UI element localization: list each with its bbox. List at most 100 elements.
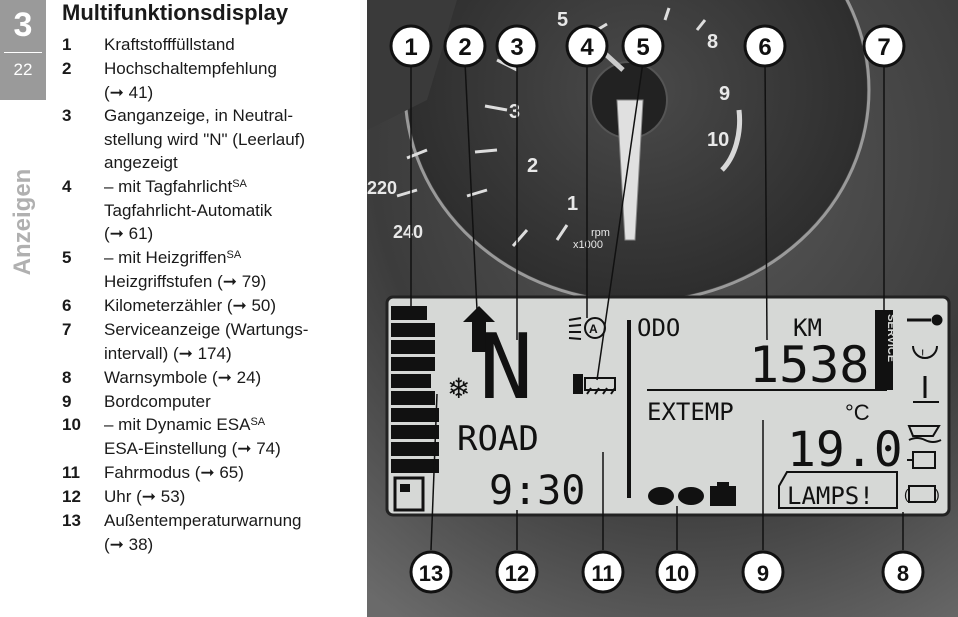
legend-text: Kraftstofffüllstand [104, 35, 235, 54]
tach-number: 10 [707, 129, 729, 151]
svg-text:!: ! [921, 347, 924, 361]
callout-number: 4 [580, 34, 594, 61]
callout-8: 8 [881, 550, 925, 594]
callout-number: 7 [877, 34, 890, 61]
legend-text: Warnsymbole (➞ 24) [104, 368, 262, 387]
legend-item: 9 Bordcomputer [62, 390, 362, 414]
svg-text:(: ( [904, 486, 909, 502]
callout-1: 1 [389, 24, 433, 68]
callout-number: 3 [510, 34, 523, 61]
chapter-side-label: Anzeigen [9, 168, 36, 276]
legend-number: 5 [62, 248, 72, 267]
callout-2: 2 [443, 24, 487, 68]
legend-item: 4 – mit TagfahrlichtSA Tagfahrlicht-Auto… [62, 175, 362, 246]
service-badge [875, 310, 893, 390]
km-label: KM [793, 314, 822, 342]
legend-text: Fahrmodus (➞ 65) [104, 463, 244, 482]
legend-text: – mit Heizgriffen [104, 248, 227, 267]
bordcomputer-label: EXTEMP [647, 398, 734, 426]
callout-number: 9 [757, 561, 769, 586]
callout-9: 9 [741, 550, 785, 594]
legend-page-ref[interactable]: (➞ 61) [104, 224, 154, 244]
callout-12: 12 [495, 550, 539, 594]
legend-item: 2 Hochschaltempfehlung (➞ 41) [62, 57, 362, 104]
callout-number: 13 [419, 561, 443, 586]
legend-text: Serviceanzeige (Wartungs- [104, 320, 309, 339]
callout-number: 10 [665, 561, 689, 586]
legend-number: 4 [62, 177, 72, 196]
legend-item: 5 – mit HeizgriffenSA Heizgriffstufen (➞… [62, 246, 362, 293]
legend-text: Ganganzeige, in Neutral- [104, 106, 294, 125]
callout-lines [410, 61, 904, 551]
callout-4: 4 [565, 24, 609, 68]
lamps-box [778, 471, 898, 509]
legend-number: 6 [62, 296, 72, 315]
chapter-number: 3 [13, 6, 33, 44]
legend-text: Tagfahrlicht-Automatik [104, 200, 273, 220]
legend-sup: SA [232, 178, 247, 190]
tach-number: 5 [557, 9, 568, 31]
legend-number: 8 [62, 368, 72, 387]
lcd-display [385, 295, 951, 517]
legend-text: – mit Dynamic ESA [104, 415, 251, 434]
chapter-divider [4, 52, 42, 53]
legend-text: Heizgriffstufen (➞ 79) [104, 271, 267, 291]
chapter-tab [0, 0, 46, 100]
heated-grips-icon [573, 374, 616, 395]
legend-text: ESA-Einstellung (➞ 74) [104, 438, 281, 458]
callout-number: 5 [636, 34, 649, 61]
legend-number: 1 [62, 35, 72, 54]
riding-mode: ROAD [457, 419, 539, 459]
fuel-pump-icon-window [400, 484, 410, 492]
legend-item: 3 Ganganzeige, in Neutral- stellung wird… [62, 104, 362, 175]
lamps-warning: LAMPS! [787, 482, 874, 510]
fuel-bar [391, 306, 439, 473]
esa-load-icon [648, 482, 736, 506]
legend-text: Bordcomputer [104, 392, 211, 411]
odometer-value: 1538 [749, 336, 869, 394]
legend-page-ref[interactable]: (➞ 41) [104, 82, 154, 102]
speed-number: 240 [393, 222, 423, 242]
callout-number: 1 [404, 34, 417, 61]
temp-unit: °C [845, 400, 870, 425]
rpm-label: rpm [591, 227, 610, 239]
tire-pressure-icon: ! [912, 345, 938, 361]
legend-text: Außentemperaturwarnung [104, 511, 302, 530]
legend-text: angezeigt [104, 153, 178, 173]
legend-text: Kilometerzähler (➞ 50) [104, 296, 277, 315]
coolant-temp-icon [913, 376, 939, 403]
legend-item: 12 Uhr (➞ 53) [62, 485, 362, 509]
legend-text: intervall) (➞ 174) [104, 343, 232, 363]
tach-number: 2 [527, 155, 538, 177]
legend-number: 9 [62, 392, 72, 411]
legend-item: 8 Warnsymbole (➞ 24) [62, 366, 362, 390]
tach-needle [616, 99, 644, 241]
fuel-pump-icon [393, 476, 425, 512]
clock-value: 9:30 [489, 468, 585, 514]
legend-sup: SA [226, 249, 242, 261]
warning-icons: ! ( ) [904, 314, 943, 503]
upshift-arrow-icon [463, 306, 495, 352]
legend-number: 13 [62, 511, 81, 530]
callout-number: 12 [505, 561, 529, 586]
callout-13: 13 [409, 550, 453, 594]
frost-warning-icon: ❄ [447, 373, 470, 404]
legend-item: 1 Kraftstofffüllstand [62, 33, 362, 57]
legend-text: Uhr (➞ 53) [104, 487, 186, 506]
legend-item: 6 Kilometerzähler (➞ 50) [62, 294, 362, 318]
svg-text:): ) [935, 486, 940, 502]
speed-number: 220 [367, 178, 397, 198]
callout-10: 10 [655, 550, 699, 594]
legend-number: 11 [62, 463, 80, 482]
tach-number: 8 [707, 31, 718, 53]
callout-number: 2 [458, 34, 471, 61]
gear-indicator: N [479, 315, 533, 420]
instrument-photo: 5 8 9 10 3 2 1 220 240 rpm x1000 N ❄ [367, 0, 958, 617]
page-number: 22 [13, 60, 33, 79]
legend-item: 13 Außentemperaturwarnung (➞ 38) [62, 509, 362, 556]
tach-number: 9 [719, 83, 730, 105]
callout-number: 11 [591, 561, 614, 586]
legend-item: 7 Serviceanzeige (Wartungs- intervall) (… [62, 318, 362, 365]
tach-number: 1 [567, 193, 578, 215]
legend-page-ref[interactable]: (➞ 38) [104, 534, 154, 554]
